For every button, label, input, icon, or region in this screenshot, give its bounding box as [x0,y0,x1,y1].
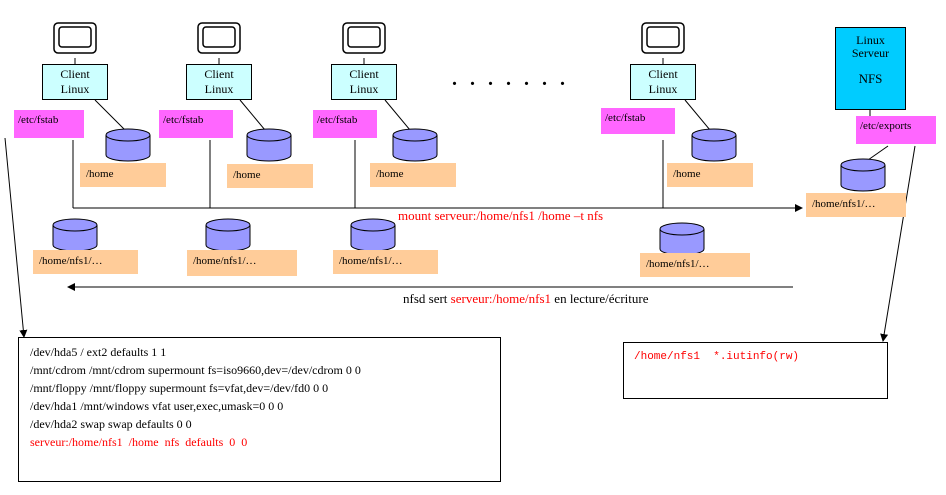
nfsd-label: nfsd sert serveur:/home/nfs1 en lecture/… [403,291,648,307]
fstab-line: /dev/hda1 /mnt/windows vfat user,exec,um… [30,399,284,413]
monitor-icon [197,22,241,54]
home-tag: /home [667,163,753,187]
client-label-line2: Linux [60,82,90,96]
fstab-tag: /etc/fstab [313,110,377,138]
mount-tag: /home/nfs1/… [640,253,750,277]
home-tag: /home [80,163,166,187]
disk-icon [246,128,292,162]
client-label-line1: Client [60,67,90,81]
monitor-icon [342,22,386,54]
client-label-line2: Linux [349,82,379,96]
client-label-line1: Client [648,67,678,81]
fstab-nfs-line: serveur:/home/nfs1 /home nfs defaults 0 … [30,435,248,449]
fstab-line: /dev/hda2 swap swap defaults 0 0 [30,417,192,431]
client-label-line1: Client [349,67,379,81]
fstab-line: /mnt/cdrom /mnt/cdrom supermount fs=iso9… [30,363,361,377]
home-tag: /home [227,164,313,188]
disk-icon [105,128,151,162]
exports-line: /home/nfs1 *.iutinfo(rw) [634,351,800,363]
disk-icon [205,218,251,252]
server-label-line2: Serveur [851,46,890,60]
server-label-line1: Linux [856,33,885,47]
nfsd-prefix: nfsd sert [403,291,448,306]
disk-icon [52,218,98,252]
client-box: Client Linux [42,64,108,100]
mount-tag: /home/nfs1/… [33,250,138,274]
disk-icon [350,218,396,252]
disk-icon [659,222,705,256]
share-tag: /home/nfs1/… [806,193,906,217]
client-box: Client Linux [186,64,252,100]
disk-icon [691,128,737,162]
monitor-icon [53,22,97,54]
disk-icon [392,128,438,162]
home-tag: /home [370,163,456,187]
disk-icon [840,158,886,192]
nfsd-path: serveur:/home/nfs1 [450,291,552,306]
client-label-line2: Linux [648,82,678,96]
client-label-line2: Linux [204,82,234,96]
client-label-line1: Client [204,67,234,81]
mount-command-label: mount serveur:/home/nfs1 /home –t nfs [398,208,604,223]
exports-tag: /etc/exports [856,116,936,144]
nfs-server-box: Linux Serveur NFS [835,27,906,110]
more-clients-ellipsis: . . . . . . . [452,68,569,90]
exports-content-box: /home/nfs1 *.iutinfo(rw) [623,342,888,399]
monitor-icon [641,22,685,54]
fstab-content-box: /dev/hda5 / ext2 defaults 1 1 /mnt/cdrom… [18,337,501,482]
client-box: Client Linux [331,64,397,100]
mount-tag: /home/nfs1/… [187,250,297,276]
fstab-tag: /etc/fstab [14,110,84,138]
server-label-line3: NFS [858,71,883,86]
fstab-line: /dev/hda5 / ext2 defaults 1 1 [30,345,167,359]
mount-tag: /home/nfs1/… [333,250,438,274]
fstab-line: /mnt/floppy /mnt/floppy supermount fs=vf… [30,381,329,395]
client-box: Client Linux [630,64,696,100]
fstab-tag: /etc/fstab [159,110,233,138]
nfsd-suffix: en lecture/écriture [554,291,649,306]
fstab-tag: /etc/fstab [601,108,675,134]
